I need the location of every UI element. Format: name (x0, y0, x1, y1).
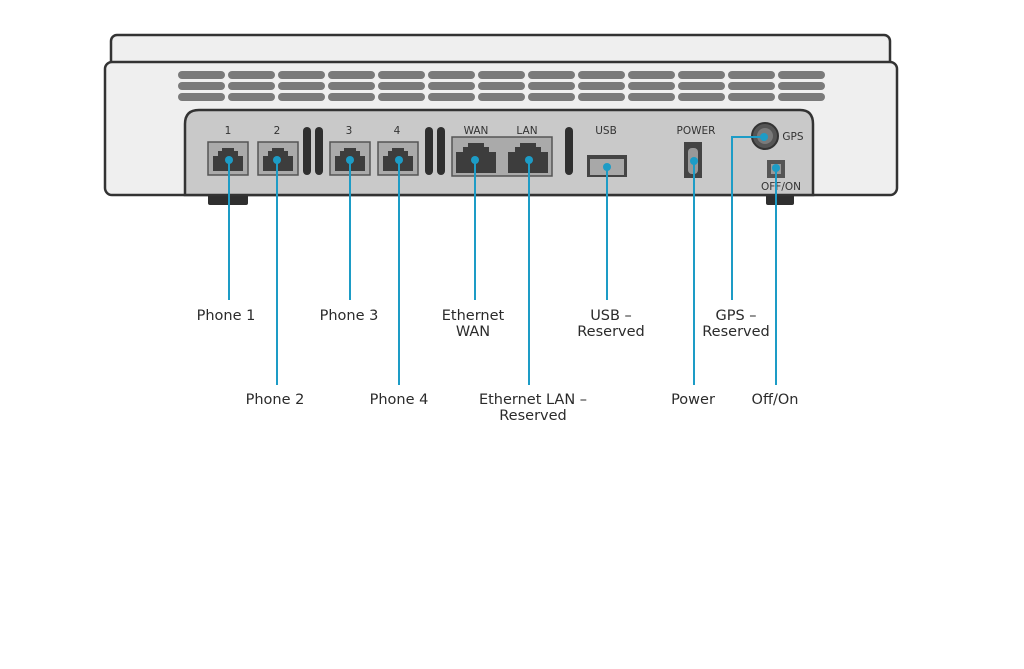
vent-slot (478, 71, 525, 79)
vent-slot (428, 93, 475, 101)
vent-slot (628, 82, 675, 90)
vent-slot (728, 71, 775, 79)
vent-slot (278, 71, 325, 79)
callout-phone2: Phone 2 (246, 392, 305, 408)
callout-switch: Off/On (752, 392, 799, 408)
label-gps: GPS (782, 131, 803, 143)
callout-gps: GPS –Reserved (702, 308, 770, 340)
vent-slot (778, 93, 825, 101)
callout-line-gps (731, 136, 764, 300)
label-port-1: 1 (225, 125, 232, 137)
vent-slot (528, 71, 575, 79)
vent-slot (278, 93, 325, 101)
vent-slot (478, 93, 525, 101)
vent-slot (578, 82, 625, 90)
callout-power: Power (671, 392, 715, 408)
vent-slot (678, 93, 725, 101)
vent-slot (578, 71, 625, 79)
label-wan: WAN (464, 125, 489, 137)
vent-slot (578, 93, 625, 101)
callout-dot (525, 156, 533, 164)
callout-dot (395, 156, 403, 164)
vent-slot (278, 82, 325, 90)
separator (565, 127, 573, 175)
vent-slot (378, 71, 425, 79)
separator (303, 127, 311, 175)
vent-slot (778, 71, 825, 79)
vent-slot (378, 82, 425, 90)
label-lan: LAN (516, 125, 537, 137)
callout-dot (346, 156, 354, 164)
separator (315, 127, 323, 175)
callout-dot (603, 163, 611, 171)
vent-slot (428, 82, 475, 90)
vent-slot (428, 71, 475, 79)
callout-dot (772, 164, 780, 172)
vent-slot (528, 82, 575, 90)
vent-slot (178, 93, 225, 101)
vent-slot (678, 82, 725, 90)
label-port-2: 2 (274, 125, 281, 137)
callout-dot (760, 133, 768, 141)
vent-slot (178, 82, 225, 90)
callout-dot (225, 156, 233, 164)
vent-slot (728, 93, 775, 101)
label-switch: OFF/ON (761, 181, 801, 193)
vent-slots (178, 71, 825, 101)
callout-phone1: Phone 1 (197, 308, 256, 324)
vent-slot (378, 93, 425, 101)
callout-phone3: Phone 3 (320, 308, 379, 324)
vent-slot (528, 93, 575, 101)
vent-slot (628, 71, 675, 79)
callout-dot (273, 156, 281, 164)
callout-phone4: Phone 4 (370, 392, 429, 408)
vent-slot (328, 93, 375, 101)
vent-slot (228, 71, 275, 79)
callout-lan: Ethernet LAN –Reserved (479, 392, 587, 424)
vent-slot (228, 93, 275, 101)
vent-slot (228, 82, 275, 90)
callout-dot (471, 156, 479, 164)
separator (437, 127, 445, 175)
label-power: POWER (677, 125, 716, 137)
label-usb: USB (595, 125, 617, 137)
label-port-4: 4 (394, 125, 401, 137)
vent-slot (778, 82, 825, 90)
label-port-3: 3 (346, 125, 353, 137)
vent-slot (678, 71, 725, 79)
vent-slot (328, 71, 375, 79)
callout-lines (225, 133, 780, 385)
foot-right (766, 194, 794, 205)
vent-slot (328, 82, 375, 90)
separator (425, 127, 433, 175)
callout-usb: USB –Reserved (577, 308, 645, 340)
vent-slot (628, 93, 675, 101)
vent-slot (478, 82, 525, 90)
vent-slot (178, 71, 225, 79)
vent-slot (728, 82, 775, 90)
callout-dot (690, 157, 698, 165)
